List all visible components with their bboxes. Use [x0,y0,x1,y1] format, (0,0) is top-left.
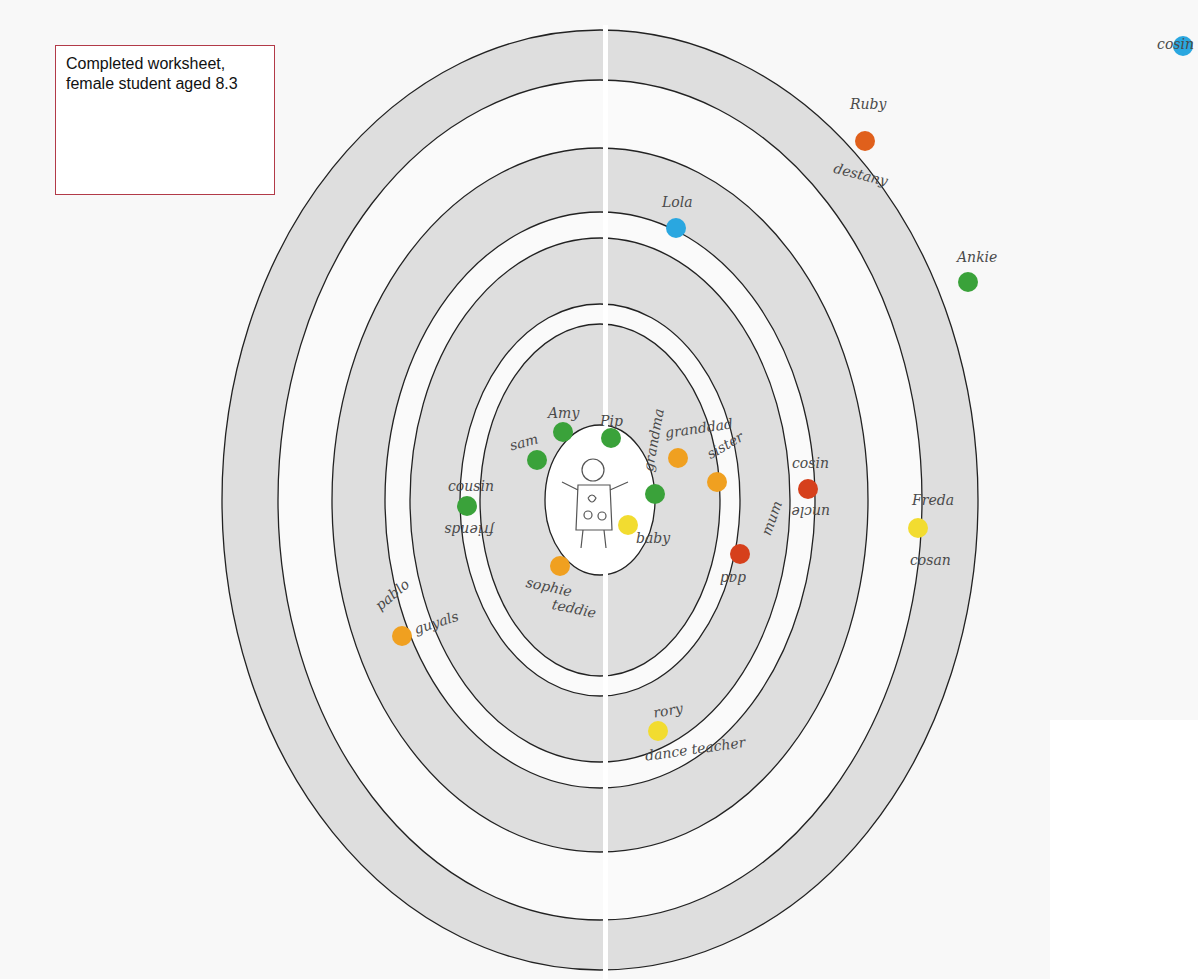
handwritten-name: cosan [910,552,951,568]
scan-seam [603,25,608,979]
handwritten-name: Pip [600,413,623,429]
handwritten-name: Lola [662,194,693,210]
handwritten-name: uncle [791,504,830,520]
caption-box: Completed worksheet, female student aged… [55,45,275,195]
child-drawing [562,459,628,548]
handwritten-name: cousin [448,478,494,494]
handwritten-name: cosin [792,455,829,471]
handwritten-name: Ruby [850,96,886,112]
handwritten-name: baby [636,530,670,546]
handwritten-name: cosin [1157,36,1194,52]
handwritten-name: Ankie [957,249,997,265]
caption-text: Completed worksheet, female student aged… [66,54,264,94]
sticker-dots [392,36,1193,741]
scan-edge [1050,720,1198,979]
concentric-rings [222,30,978,970]
handwritten-name: friends [444,522,494,538]
handwritten-name: dad [720,571,746,587]
handwritten-name: Amy [548,405,579,421]
handwritten-name: Freda [912,492,954,508]
